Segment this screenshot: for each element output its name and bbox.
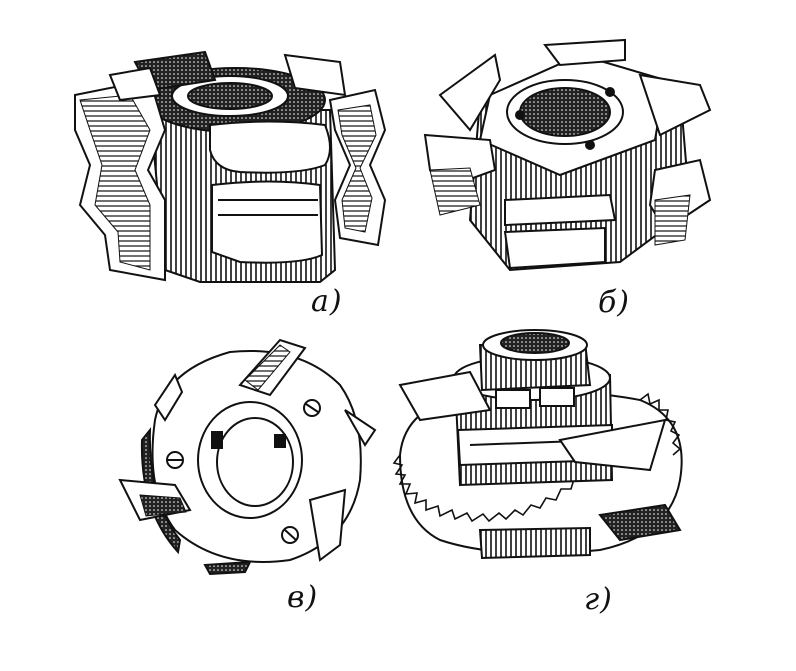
cutter-v-illustration [118,338,377,576]
label-b: б) [598,285,631,320]
label-a: а) [311,284,343,319]
label-g: г) [584,582,613,617]
cutter-g-illustration [392,329,683,560]
label-v: в) [287,580,319,615]
cutter-a-illustration [74,50,387,283]
cutter-b-illustration [423,38,712,272]
